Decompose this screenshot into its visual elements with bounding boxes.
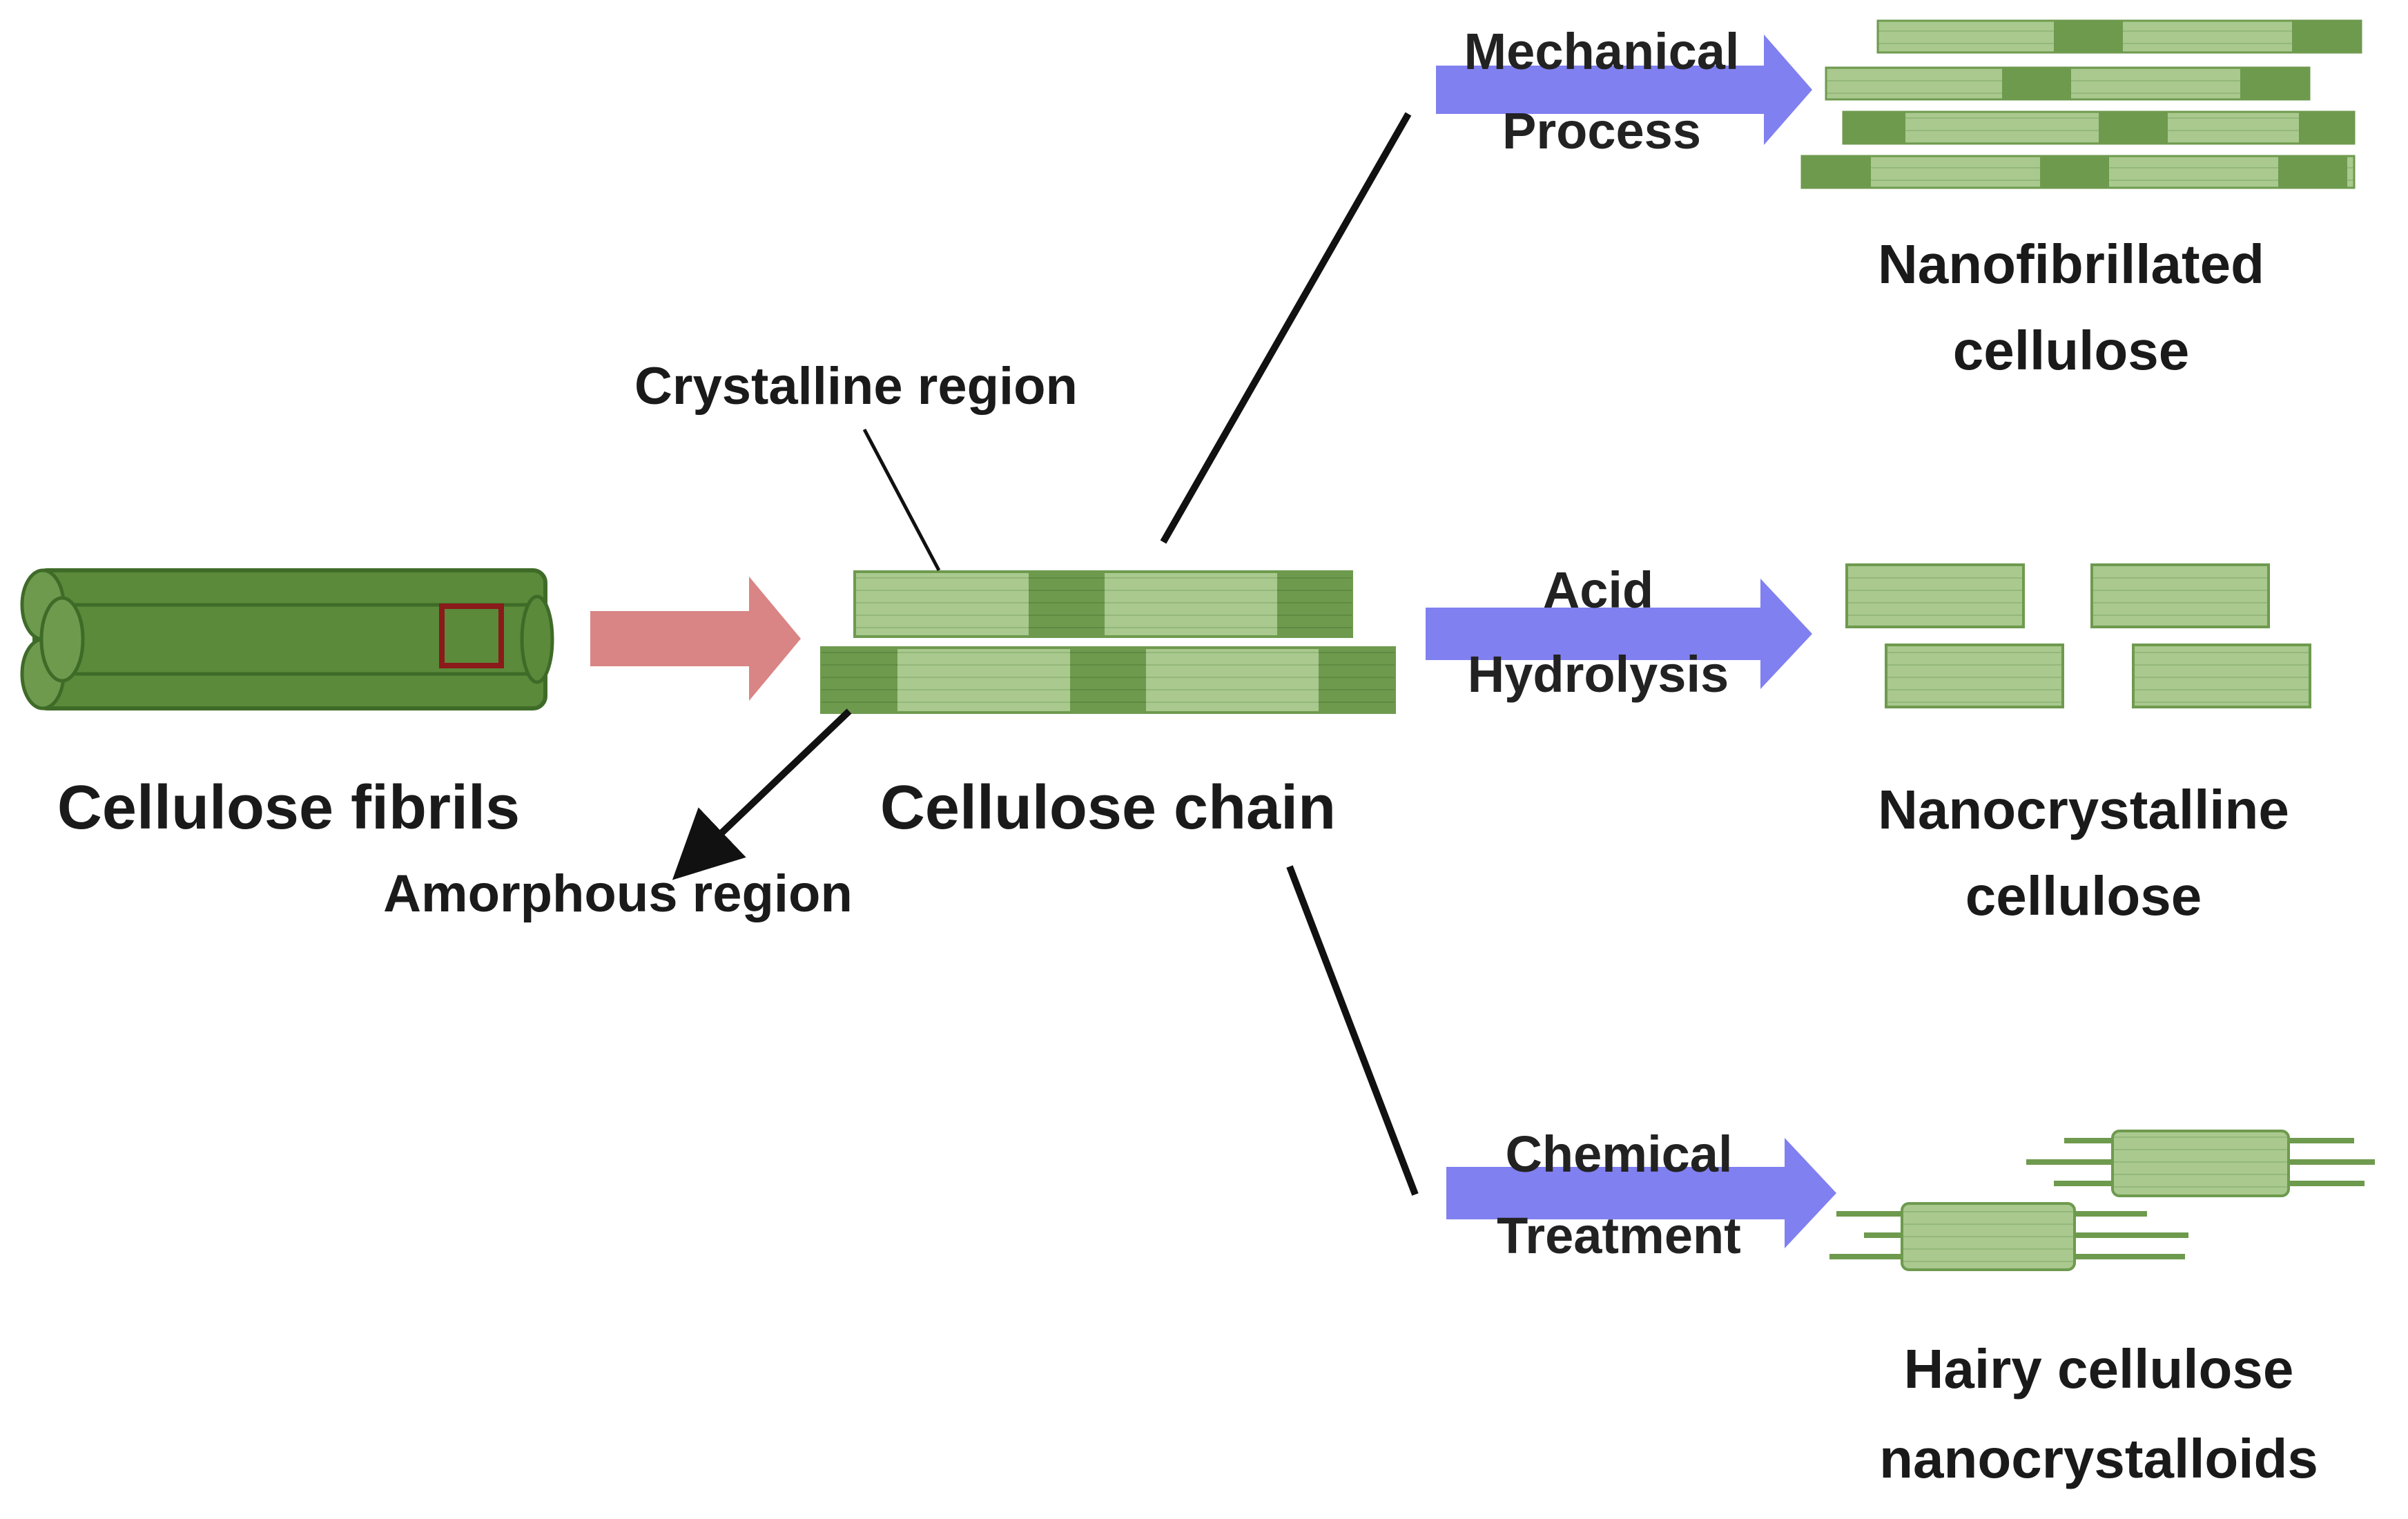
hairy-cellulose-graphic xyxy=(1829,1130,2375,1271)
branch-line-bottom xyxy=(1286,865,1419,1196)
label-nanofibrillated-line1: Nanofibrillated xyxy=(1878,233,2264,295)
crystalline-pointer-line xyxy=(862,428,941,572)
label-acid-line2: Hydrolysis xyxy=(1468,646,1729,703)
label-chemical-line1: Chemical xyxy=(1505,1125,1732,1183)
main-arrow xyxy=(590,577,801,701)
acid-hydrolysis-arrow xyxy=(1426,579,1812,689)
label-nanocrystalline-line1: Nanocrystalline xyxy=(1878,779,2289,840)
chemical-treatment-arrow xyxy=(1446,1138,1836,1248)
fibril-highlight-box xyxy=(439,603,504,668)
label-hairy-line1: Hairy cellulose xyxy=(1904,1338,2294,1400)
nanofibrillated-cellulose-graphic xyxy=(1800,19,2362,189)
label-acid-line1: Acid xyxy=(1543,561,1653,619)
branch-line-top xyxy=(1160,112,1412,544)
label-cellulose-fibrils: Cellulose fibrils xyxy=(57,773,520,842)
label-hairy-line2: nanocrystalloids xyxy=(1879,1428,2318,1489)
amorphous-pointer-arrow xyxy=(672,708,852,880)
label-cellulose-chain: Cellulose chain xyxy=(880,773,1336,842)
cellulose-fibril-bundle xyxy=(20,568,554,710)
label-mechanical-line2: Process xyxy=(1502,102,1701,159)
label-crystalline-region: Crystalline region xyxy=(634,357,1078,416)
cellulose-chain xyxy=(820,570,1396,714)
label-chemical-line2: Treatment xyxy=(1497,1207,1741,1264)
label-nanocrystalline-line2: cellulose xyxy=(1965,865,2202,927)
label-mechanical-line1: Mechanical xyxy=(1464,23,1740,80)
nanocrystalline-cellulose-graphic xyxy=(1845,563,2311,708)
label-nanofibrillated-line2: cellulose xyxy=(1953,320,2189,381)
mechanical-process-arrow xyxy=(1436,35,1812,145)
label-amorphous-region: Amorphous region xyxy=(383,864,853,923)
